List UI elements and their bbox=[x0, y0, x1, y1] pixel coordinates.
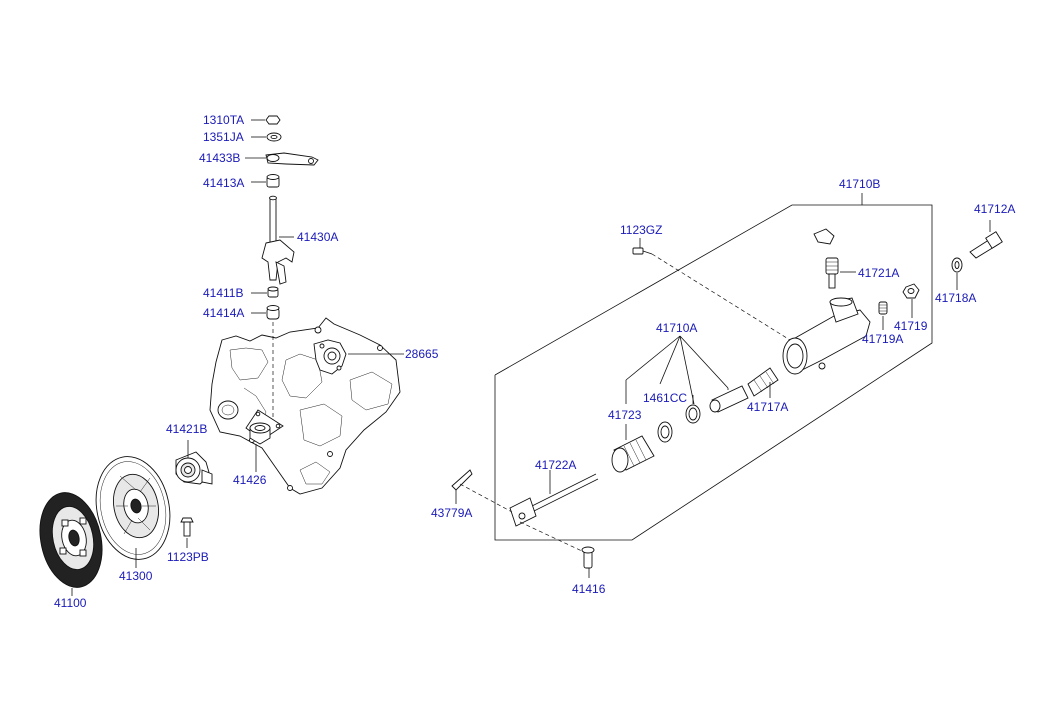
label-41413a[interactable]: 41413A bbox=[203, 176, 244, 190]
label-41719a[interactable]: 41719A bbox=[862, 332, 903, 346]
retainer-part bbox=[251, 286, 279, 298]
shift-shaft-assembly bbox=[245, 115, 319, 320]
clutch-cover-part bbox=[95, 456, 171, 568]
piston-part bbox=[709, 367, 779, 413]
washer-part bbox=[951, 257, 963, 290]
label-41710b[interactable]: 41710B bbox=[839, 177, 880, 191]
label-1310ta[interactable]: 1310TA bbox=[203, 113, 244, 127]
label-41718a[interactable]: 41718A bbox=[935, 291, 976, 305]
dust-boot-part bbox=[611, 424, 655, 473]
cap-part bbox=[902, 283, 920, 318]
label-41430a[interactable]: 41430A bbox=[297, 230, 338, 244]
clip-part bbox=[451, 469, 513, 513]
label-41421b[interactable]: 41421B bbox=[166, 422, 207, 436]
snap-ring-part bbox=[685, 395, 701, 424]
label-41719[interactable]: 41719 bbox=[894, 319, 928, 333]
label-41411b[interactable]: 41411B bbox=[203, 286, 243, 300]
banjo-bolt-part bbox=[969, 220, 1003, 259]
kit-leader-lines bbox=[625, 335, 729, 405]
part-labels: 1310TA 1351JA 41433B 41413A 41430A 41411… bbox=[54, 113, 1015, 610]
shift-shaft-part bbox=[261, 195, 295, 285]
label-41414a[interactable]: 41414A bbox=[203, 306, 244, 320]
washer-part bbox=[251, 132, 282, 142]
label-41100[interactable]: 41100 bbox=[54, 596, 87, 610]
label-41721a[interactable]: 41721A bbox=[858, 266, 899, 280]
clevis-pin-part bbox=[519, 521, 595, 578]
label-41712a[interactable]: 41712A bbox=[974, 202, 1015, 216]
label-41416[interactable]: 41416 bbox=[572, 582, 606, 596]
seal-part bbox=[251, 305, 280, 320]
label-43779a[interactable]: 43779A bbox=[431, 506, 472, 520]
pipe-fitting-part bbox=[813, 228, 856, 289]
label-41710a[interactable]: 41710A bbox=[656, 321, 697, 335]
label-1123pb[interactable]: 1123PB bbox=[167, 550, 209, 564]
transmission-housing bbox=[209, 317, 401, 495]
mounting-bolt-part bbox=[632, 238, 791, 341]
label-41717a[interactable]: 41717A bbox=[747, 400, 788, 414]
clutch-disc-part bbox=[39, 492, 103, 596]
bushing-part bbox=[251, 174, 280, 188]
bleeder-screw-part bbox=[878, 301, 888, 330]
release-bearing-part bbox=[175, 440, 213, 485]
label-41433b[interactable]: 41433B bbox=[199, 151, 240, 165]
nut-part bbox=[251, 115, 281, 125]
label-1351ja[interactable]: 1351JA bbox=[203, 130, 244, 144]
label-41722a[interactable]: 41722A bbox=[535, 458, 576, 472]
push-rod-part bbox=[509, 470, 599, 527]
guide-tube-part bbox=[245, 409, 284, 472]
slave-cylinder-kit-outline bbox=[494, 193, 933, 541]
label-41426[interactable]: 41426 bbox=[233, 473, 267, 487]
label-28665[interactable]: 28665 bbox=[405, 347, 439, 361]
label-1461cc[interactable]: 1461CC bbox=[643, 391, 687, 405]
label-41723[interactable]: 41723 bbox=[608, 408, 642, 422]
flange-part bbox=[313, 339, 404, 375]
label-1123gz[interactable]: 1123GZ bbox=[620, 223, 662, 237]
shift-lever-part bbox=[245, 152, 319, 166]
slave-cylinder-body bbox=[782, 297, 871, 375]
seal-ring-part bbox=[657, 421, 673, 443]
label-41300[interactable]: 41300 bbox=[119, 569, 153, 583]
bolt-part bbox=[180, 517, 194, 548]
